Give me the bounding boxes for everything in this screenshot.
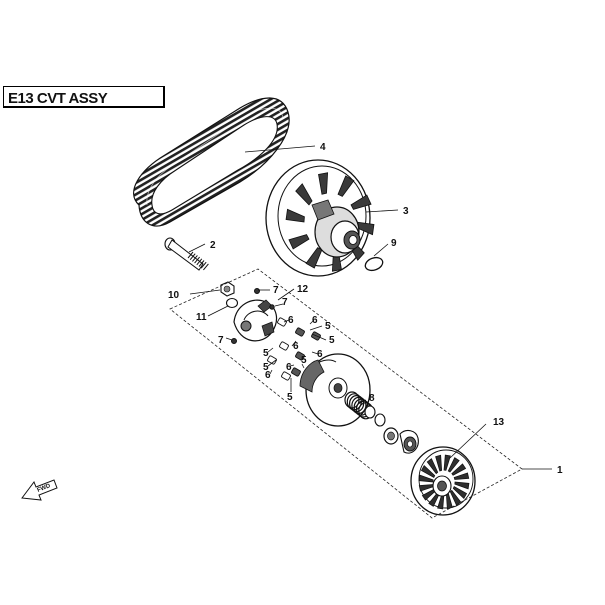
o-ring <box>364 256 384 272</box>
callout-5a-leader <box>309 325 323 331</box>
callout-7c-leader <box>225 337 233 341</box>
ramp-plate <box>233 299 278 342</box>
nut <box>220 281 235 297</box>
callout-6f-leader <box>289 364 295 367</box>
callout-6c-leader <box>291 340 297 347</box>
callout-5f-leader <box>301 363 305 369</box>
callout-13-label: 13 <box>493 417 505 428</box>
callout-5f-label: 5 <box>301 355 307 366</box>
callout-10-label: 10 <box>168 290 180 301</box>
callout-6a-label: 6 <box>288 315 294 326</box>
roller-weight <box>295 327 305 337</box>
callout-4-leader <box>244 145 316 153</box>
callout-6c-label: 6 <box>293 341 299 352</box>
fwd-label: FWD <box>37 483 53 494</box>
callout-3-leader <box>365 209 399 213</box>
callout-5c-label: 5 <box>263 348 269 359</box>
fixed-sheave <box>410 446 476 516</box>
callout-5e-label: 5 <box>287 392 293 403</box>
callout-3-label: 3 <box>403 206 409 217</box>
callout-8-label: 8 <box>369 393 375 404</box>
callout-5b-leader <box>311 333 327 341</box>
callout-5c-leader <box>267 347 274 353</box>
callout-2-label: 2 <box>210 240 216 251</box>
callout-6a-leader <box>283 319 290 323</box>
callout-9-label: 9 <box>391 238 397 249</box>
callout-7a-label: 7 <box>273 285 279 296</box>
callout-5d-leader <box>267 359 277 367</box>
callout-12-leader <box>277 288 295 301</box>
roller-weight <box>291 367 301 377</box>
roller-weight <box>281 371 291 381</box>
roller-weight <box>279 341 289 351</box>
callout-8-leader <box>357 399 367 405</box>
callout-13-leader <box>449 423 487 459</box>
callout-6e-leader <box>269 369 273 375</box>
callout-6d-leader <box>311 351 319 355</box>
callout-5d-label: 5 <box>263 362 269 373</box>
roller-weight <box>277 317 287 327</box>
drive-belt <box>133 97 290 227</box>
callout-7b-leader <box>274 303 284 307</box>
callout-2-leader <box>188 243 206 253</box>
callout-11-leader <box>207 305 229 317</box>
diagram-title: E13 CVT ASSY <box>8 90 108 107</box>
fwd-arrow-icon: FWD <box>21 479 58 501</box>
callout-5a-label: 5 <box>325 321 331 332</box>
bolt <box>164 237 209 271</box>
callout-9-leader <box>373 243 389 257</box>
roller-weight <box>295 351 305 361</box>
callout-7c-label: 7 <box>218 335 224 346</box>
callout-6f-label: 6 <box>286 362 292 373</box>
callout-6e-label: 6 <box>265 370 271 381</box>
roller-weight <box>267 355 277 365</box>
spacer-rings <box>364 405 419 454</box>
callout-6b-label: 6 <box>312 315 318 326</box>
callout-6d-label: 6 <box>317 349 323 360</box>
callout-12-label: 12 <box>297 284 309 295</box>
callout-11-label: 11 <box>196 312 207 323</box>
driven-clutch <box>265 159 375 277</box>
callout-1-label: 1 <box>557 465 563 476</box>
washer <box>225 297 239 309</box>
callout-5b-label: 5 <box>329 335 335 346</box>
callout-7b-label: 7 <box>282 297 288 308</box>
callout-10-leader <box>189 289 221 295</box>
callout-6b-leader <box>309 319 315 325</box>
title-box: E13 CVT ASSY <box>3 86 165 108</box>
callout-4-label: 4 <box>320 142 326 153</box>
pins <box>231 288 275 344</box>
